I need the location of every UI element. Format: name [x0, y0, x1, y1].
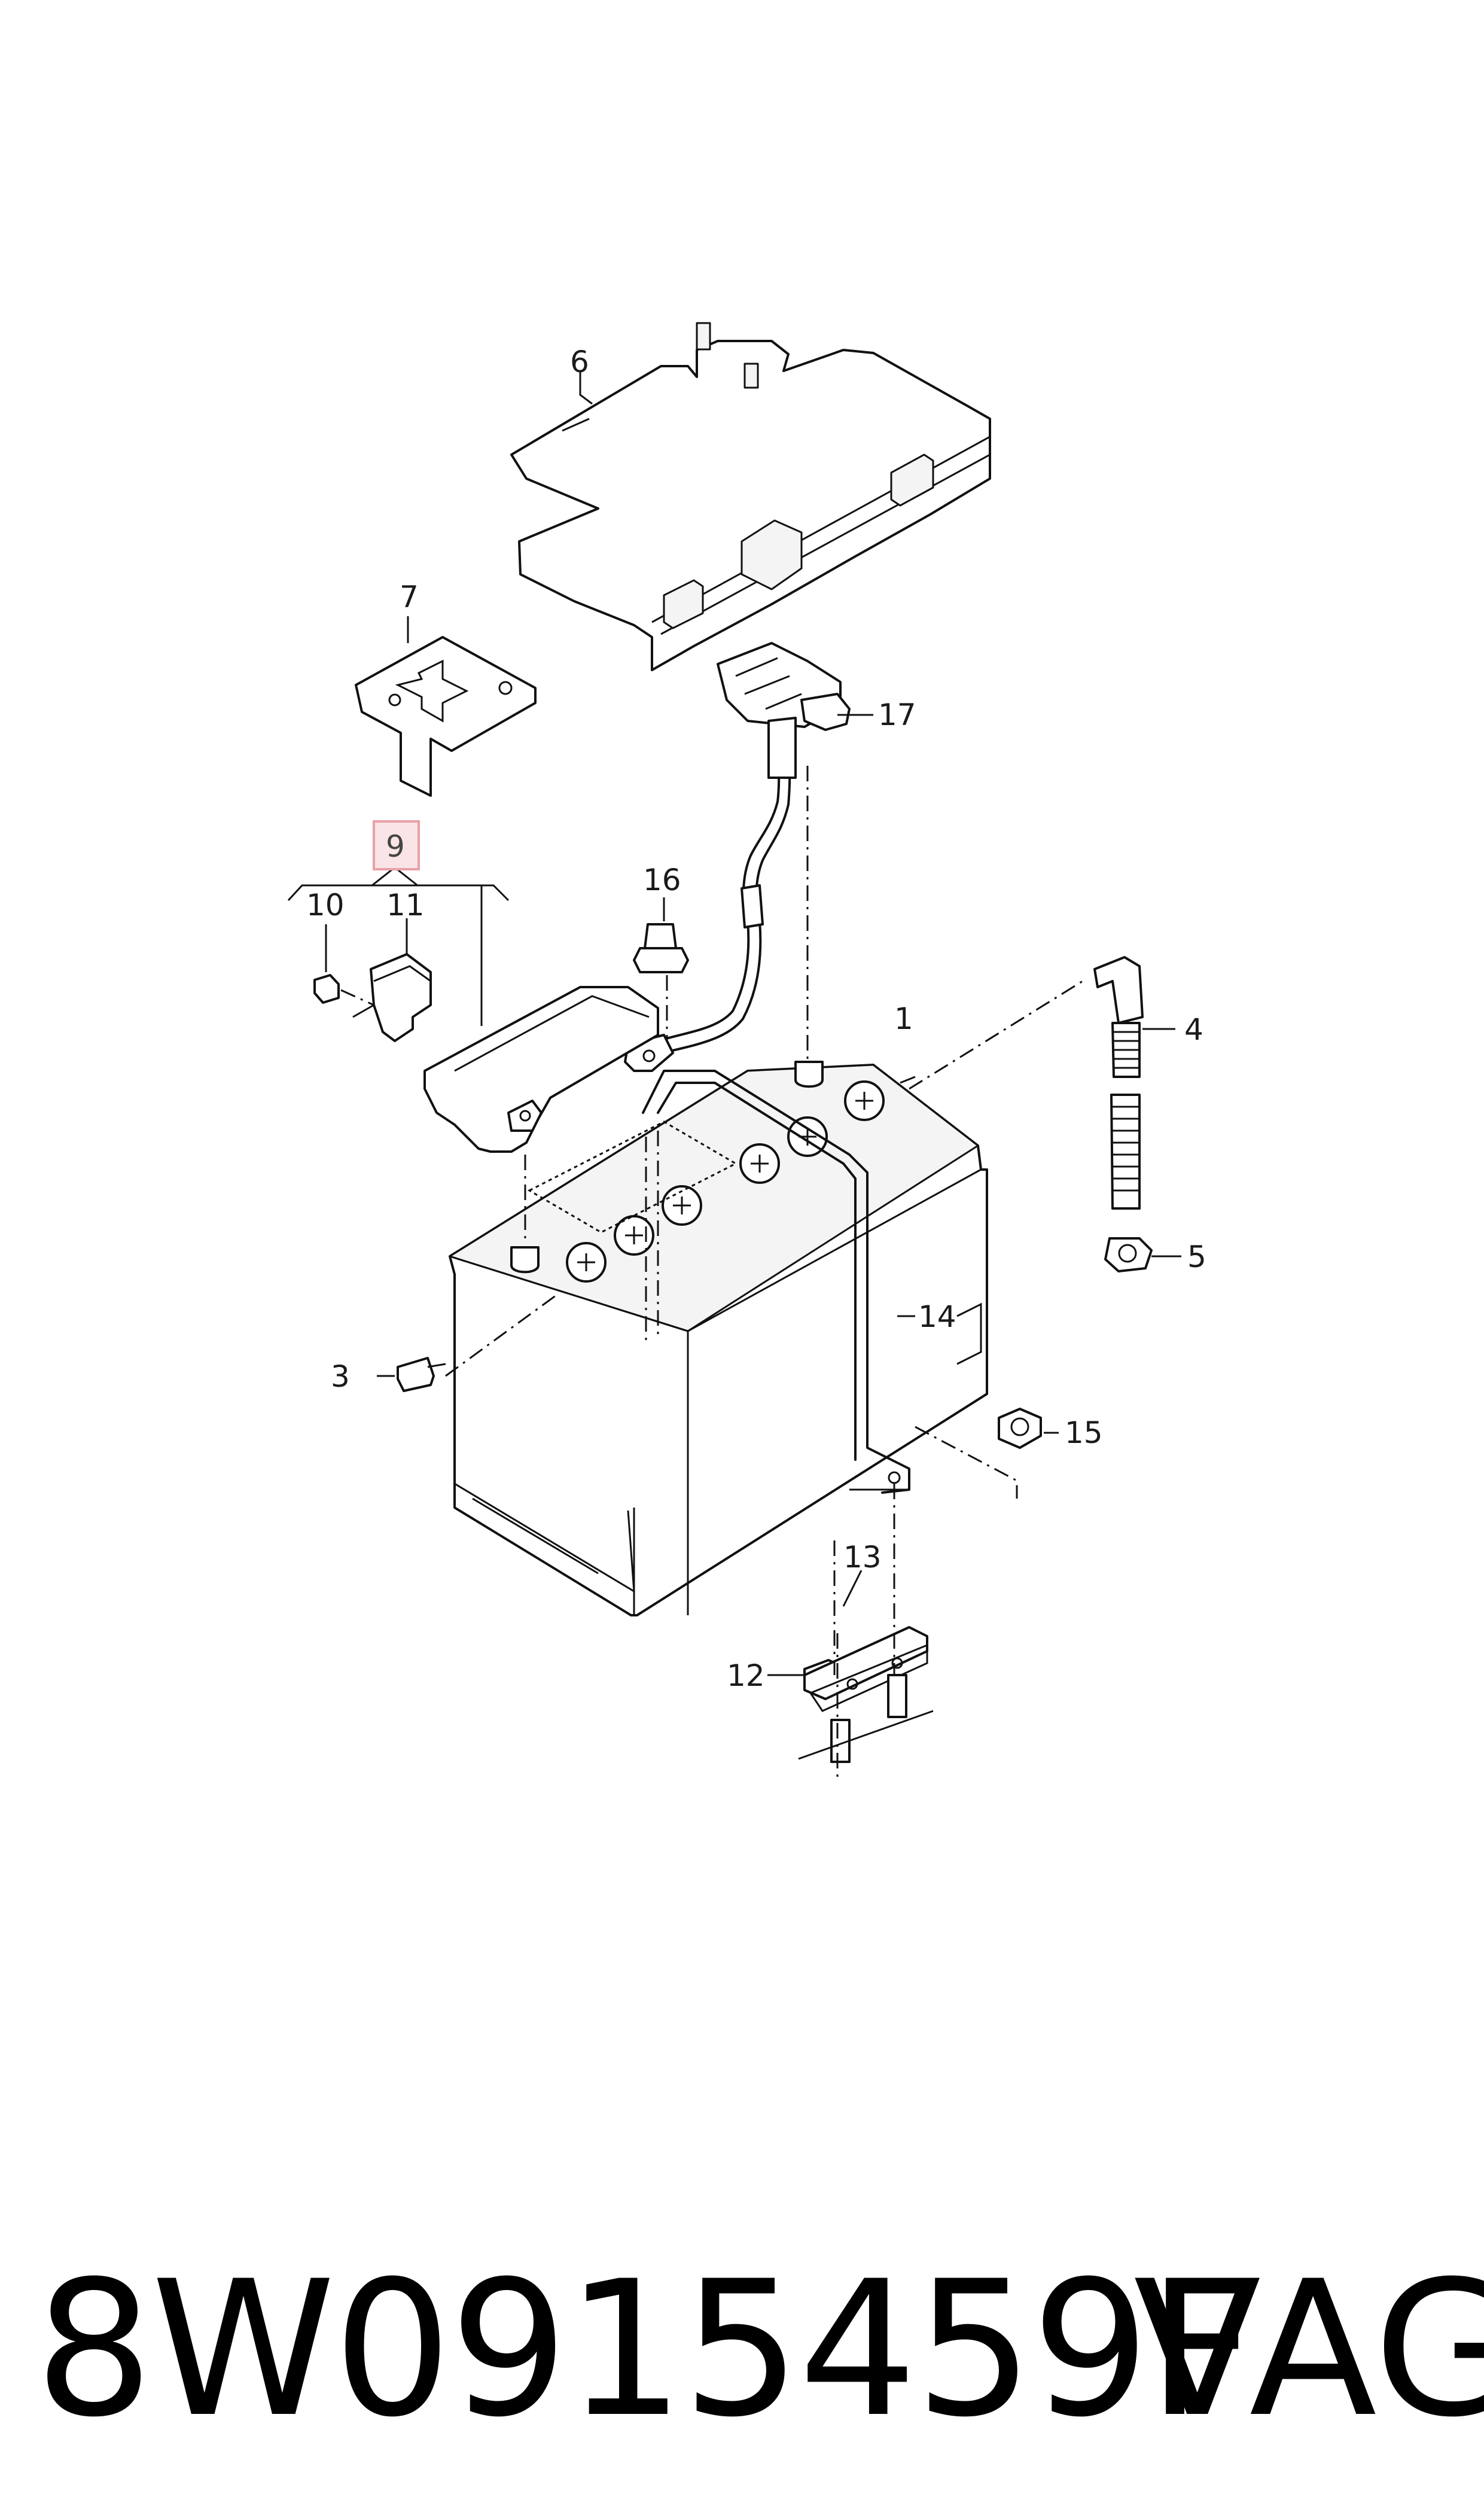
callout-16: 16	[643, 863, 681, 897]
callout-13: 13	[843, 1540, 882, 1575]
callout-1: 1	[894, 1001, 913, 1036]
nut-15-part	[998, 1408, 1042, 1449]
callout-10: 10	[306, 888, 345, 922]
positive-cable-part	[624, 642, 851, 1072]
callout-3: 3	[331, 1359, 350, 1394]
terminal-assembly-part	[287, 866, 659, 1153]
leader-lines	[325, 371, 1181, 1676]
protective-cap-part	[633, 923, 689, 973]
callouts: 1 3 4 5 6 7 9 10 11 12 13 14 15 16 17	[306, 345, 1206, 1693]
brand-label: VAG	[1133, 2240, 1484, 2458]
callout-4: 4	[1184, 1012, 1203, 1047]
callout-11: 11	[386, 888, 425, 922]
assembly-lines	[340, 766, 1083, 1783]
callout-12: 12	[727, 1658, 765, 1693]
battery-part	[449, 1061, 988, 1616]
ground-strap-part	[1093, 956, 1153, 1272]
hold-down-strap-part	[642, 1070, 910, 1494]
callout-17: 17	[878, 698, 916, 732]
callout-9: 9	[386, 829, 405, 864]
plus-sticker-part	[355, 636, 537, 797]
callout-6: 6	[570, 345, 589, 379]
callout-5: 5	[1187, 1240, 1206, 1274]
bolt-part	[397, 1357, 446, 1392]
callout-15: 15	[1065, 1415, 1103, 1450]
callout-9-highlight	[373, 820, 420, 870]
clamp-plate-part	[798, 1626, 934, 1763]
part-number: 8W0915459F	[35, 2240, 1255, 2458]
battery-cover-part	[510, 322, 991, 671]
callout-7: 7	[400, 580, 419, 614]
callout-14: 14	[918, 1299, 956, 1334]
